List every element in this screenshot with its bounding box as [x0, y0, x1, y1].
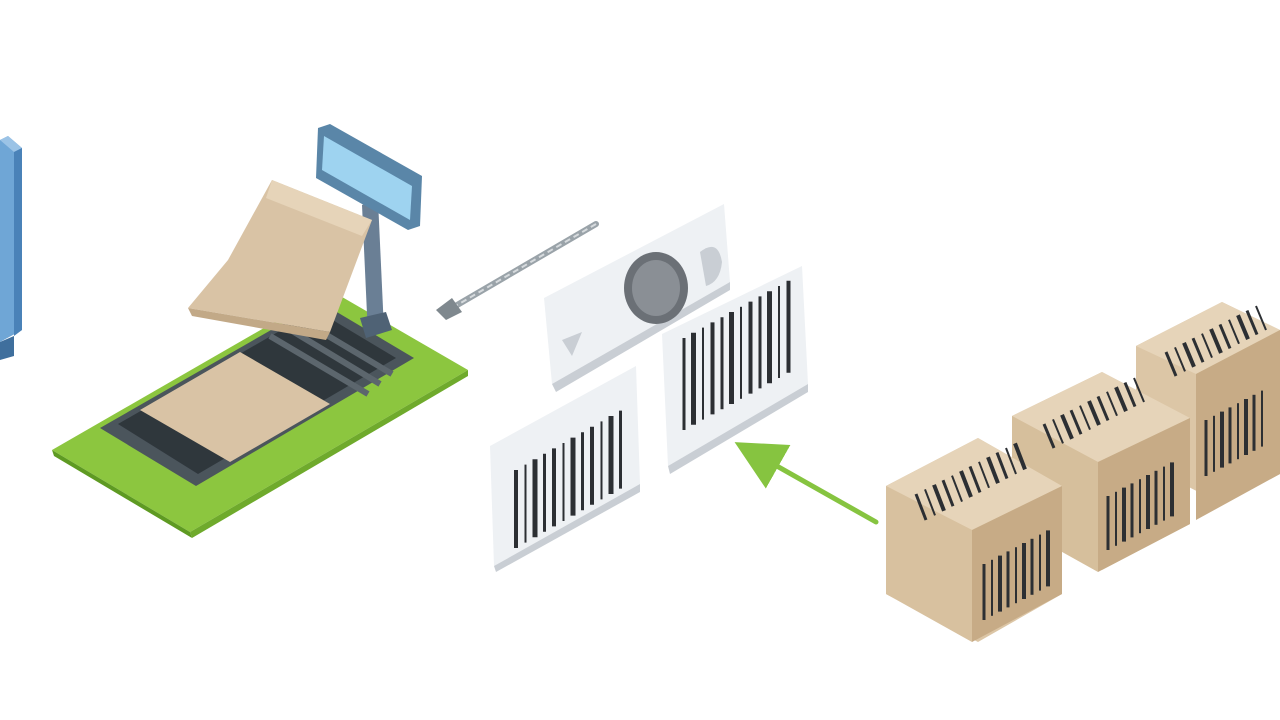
display-screen-icon — [316, 124, 422, 338]
barcode-label-icon — [490, 366, 640, 572]
barcode-stripe — [1209, 328, 1223, 354]
barcode-stripe — [995, 452, 1009, 480]
barcode-stripe — [978, 461, 990, 489]
barcode-stripe — [1096, 395, 1110, 421]
barcode-stripe — [1042, 423, 1056, 449]
barcode-label-icon — [544, 204, 730, 392]
barcode-stripe — [968, 465, 982, 493]
barcode-stripe — [1087, 400, 1101, 426]
cardboard-box-icon — [886, 438, 1062, 642]
barcode-stripe — [951, 475, 963, 502]
barcode-stripe — [1182, 342, 1196, 368]
barcode-stripe — [1060, 414, 1074, 440]
barcode-scanner-icon — [436, 221, 599, 320]
arrow-icon — [734, 442, 879, 525]
barcode-stripe — [1218, 323, 1232, 349]
barcode-stripe — [1245, 310, 1259, 336]
barcode-stripe — [1236, 314, 1250, 340]
barcode-stripe — [986, 456, 1000, 484]
barcode-stripe — [1013, 442, 1027, 471]
scale-platform-icon — [52, 290, 468, 538]
barcode-stripe — [1123, 382, 1137, 408]
barcode-stripe — [1052, 419, 1064, 444]
barcode-stripe — [1201, 333, 1213, 358]
barcode-stripe — [1106, 391, 1118, 417]
barcode-stripe — [1255, 305, 1267, 331]
barcode-stripe — [1174, 347, 1186, 372]
barcode-label-icon — [662, 266, 808, 474]
barcode-stripe — [1114, 386, 1128, 412]
barcode-stripe — [941, 479, 955, 507]
barcode-stripe — [914, 493, 928, 521]
barcode-stripe — [1164, 351, 1178, 377]
barcode-stripe — [1191, 337, 1205, 363]
barcode-stripe — [924, 489, 936, 516]
barcode-stripe — [1133, 377, 1145, 403]
paper-sheet-icon — [188, 180, 372, 340]
barcode-stripe — [1079, 405, 1091, 430]
cabinet-icon — [0, 136, 22, 360]
barcode-stripe — [932, 484, 946, 512]
barcode-stripe — [1005, 447, 1017, 475]
barcode-stripe — [1069, 409, 1083, 435]
barcode-stripe — [959, 470, 973, 498]
barcode-stripe — [1228, 319, 1240, 345]
